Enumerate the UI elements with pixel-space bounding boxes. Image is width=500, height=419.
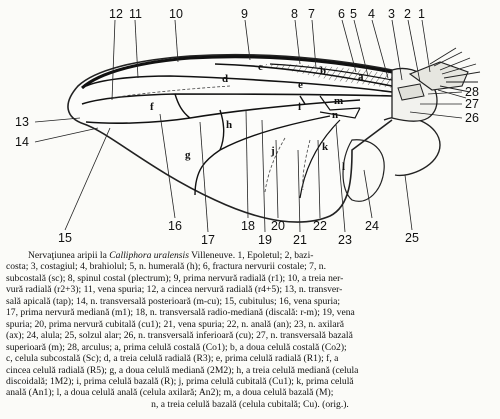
caption-line-9: c, celula subcostală (Sc); d, a treia ce… [6,353,339,365]
cell-c: c [258,61,263,73]
hair-tuft [429,47,481,99]
caption-line-5: 17, prima nervură mediană (m1); 18, n. t… [6,307,355,319]
label-6: 6 [338,7,345,21]
wing-venation-figure: 12 11 10 9 8 7 6 5 4 3 2 1 28 27 26 13 1… [15,7,481,247]
cell-m: m [334,95,343,107]
caption-line-1: costa; 3, costagiul; 4, brahiolul; 5, n.… [6,261,326,273]
crossvein-tap [174,93,191,119]
label-23: 23 [338,233,352,247]
caption-line-0: Nervaţiunea aripii la Calliphora uralens… [6,250,494,261]
label-3: 3 [388,7,395,21]
cell-b: b [320,65,326,77]
label-27: 27 [465,97,479,111]
label-15: 15 [58,231,72,245]
cell-d: d [222,73,228,85]
costal-margin [81,55,393,90]
label-25: 25 [405,231,419,245]
figure-caption: Nervaţiunea aripii la Calliphora uralens… [6,250,494,410]
cell-letter-labels: a b c d e f g h i j k l m n [150,61,364,173]
alula [342,139,385,202]
label-4: 4 [368,7,375,21]
squama [383,116,441,177]
label-11: 11 [129,7,142,21]
crossvein-cu [319,107,361,119]
cell-j: j [270,145,275,157]
label-26: 26 [465,111,479,125]
label-17: 17 [201,233,215,247]
label-16: 16 [168,219,182,233]
caption-title-post: Villeneuve. [188,250,236,261]
caption-title-pre: Nervaţiunea aripii la [28,250,110,261]
right-number-labels: 28 27 26 [465,85,479,125]
cell-h: h [226,119,232,131]
wing-outline [67,53,393,223]
label-7: 7 [308,7,315,21]
label-24: 24 [365,219,379,233]
cell-a: a [358,71,364,83]
vein-spuria [109,85,231,99]
cell-k: k [322,141,329,153]
caption-line-2: subcostală (sc); 8, spinul costal (plect… [6,272,344,284]
cell-n: n [332,109,338,121]
left-number-labels: 13 14 [15,115,29,149]
vein-r2-3 [85,75,393,93]
label-14: 14 [15,135,29,149]
vein-cu1 [194,115,331,196]
caption-line-4: sală apicală (tap); 14, n. transversală … [6,295,341,307]
cell-f: f [150,101,154,113]
label-10: 10 [169,7,183,21]
crossvein-r-m [299,95,306,105]
label-18: 18 [241,219,255,233]
cell-i: i [298,101,301,113]
epaulet [408,61,469,91]
label-5: 5 [350,7,357,21]
caption-species: Calliphora uralensis [109,250,189,261]
cell-g: g [185,149,191,161]
label-12: 12 [109,7,123,21]
label-22: 22 [313,219,327,233]
caption-line-3: vură radială (r2+3); 11, vena spuria; 12… [6,284,343,296]
cell-e: e [298,79,303,91]
basicosta [397,83,425,101]
vein-r4-5 [81,93,393,105]
label-9: 9 [241,7,248,21]
cell-l: l [342,161,345,173]
vein-spuria-3 [302,139,311,191]
vein-r1 [214,63,393,87]
vein-m1 [85,99,361,124]
label-2: 2 [404,7,411,21]
top-number-labels: 12 11 10 9 8 7 6 5 4 3 2 1 [109,7,425,21]
caption-line-13: n, a treia celulă bazală (celula cubital… [151,398,349,410]
crossvein-m-cu [219,109,225,151]
label-1: 1 [418,7,425,21]
label-20: 20 [271,219,285,233]
caption-line-6: spuria; 20, prima nervură cubitală (cu1)… [6,318,345,330]
caption-line-text-0: 1, Epoletul; 2, bazi- [237,250,314,261]
label-19: 19 [258,233,272,247]
caption-line-10: cincea celulă radială (R5); g, a doua ce… [6,364,359,376]
caption-line-12: anală (An1); l, a doua celulă anală (cel… [6,387,334,399]
caption-line-7: (ax); 24, alula; 25, solzul alar; 26, n.… [6,330,353,342]
vein-an [299,119,341,199]
bottom-number-labels: 15 16 17 18 19 20 21 22 23 24 25 [58,219,419,247]
label-13: 13 [15,115,29,129]
label-8: 8 [291,7,298,21]
vein-sc [269,63,393,81]
caption-line-11: discoidală; 1M2); i, prima celulă bazală… [6,375,354,387]
leader-lines [34,19,463,233]
label-28: 28 [465,85,479,99]
label-21: 21 [293,233,307,247]
crossvein-bm [319,95,361,111]
caption-line-8: superioară (m); 28, arculus; a, prima ce… [6,341,347,353]
